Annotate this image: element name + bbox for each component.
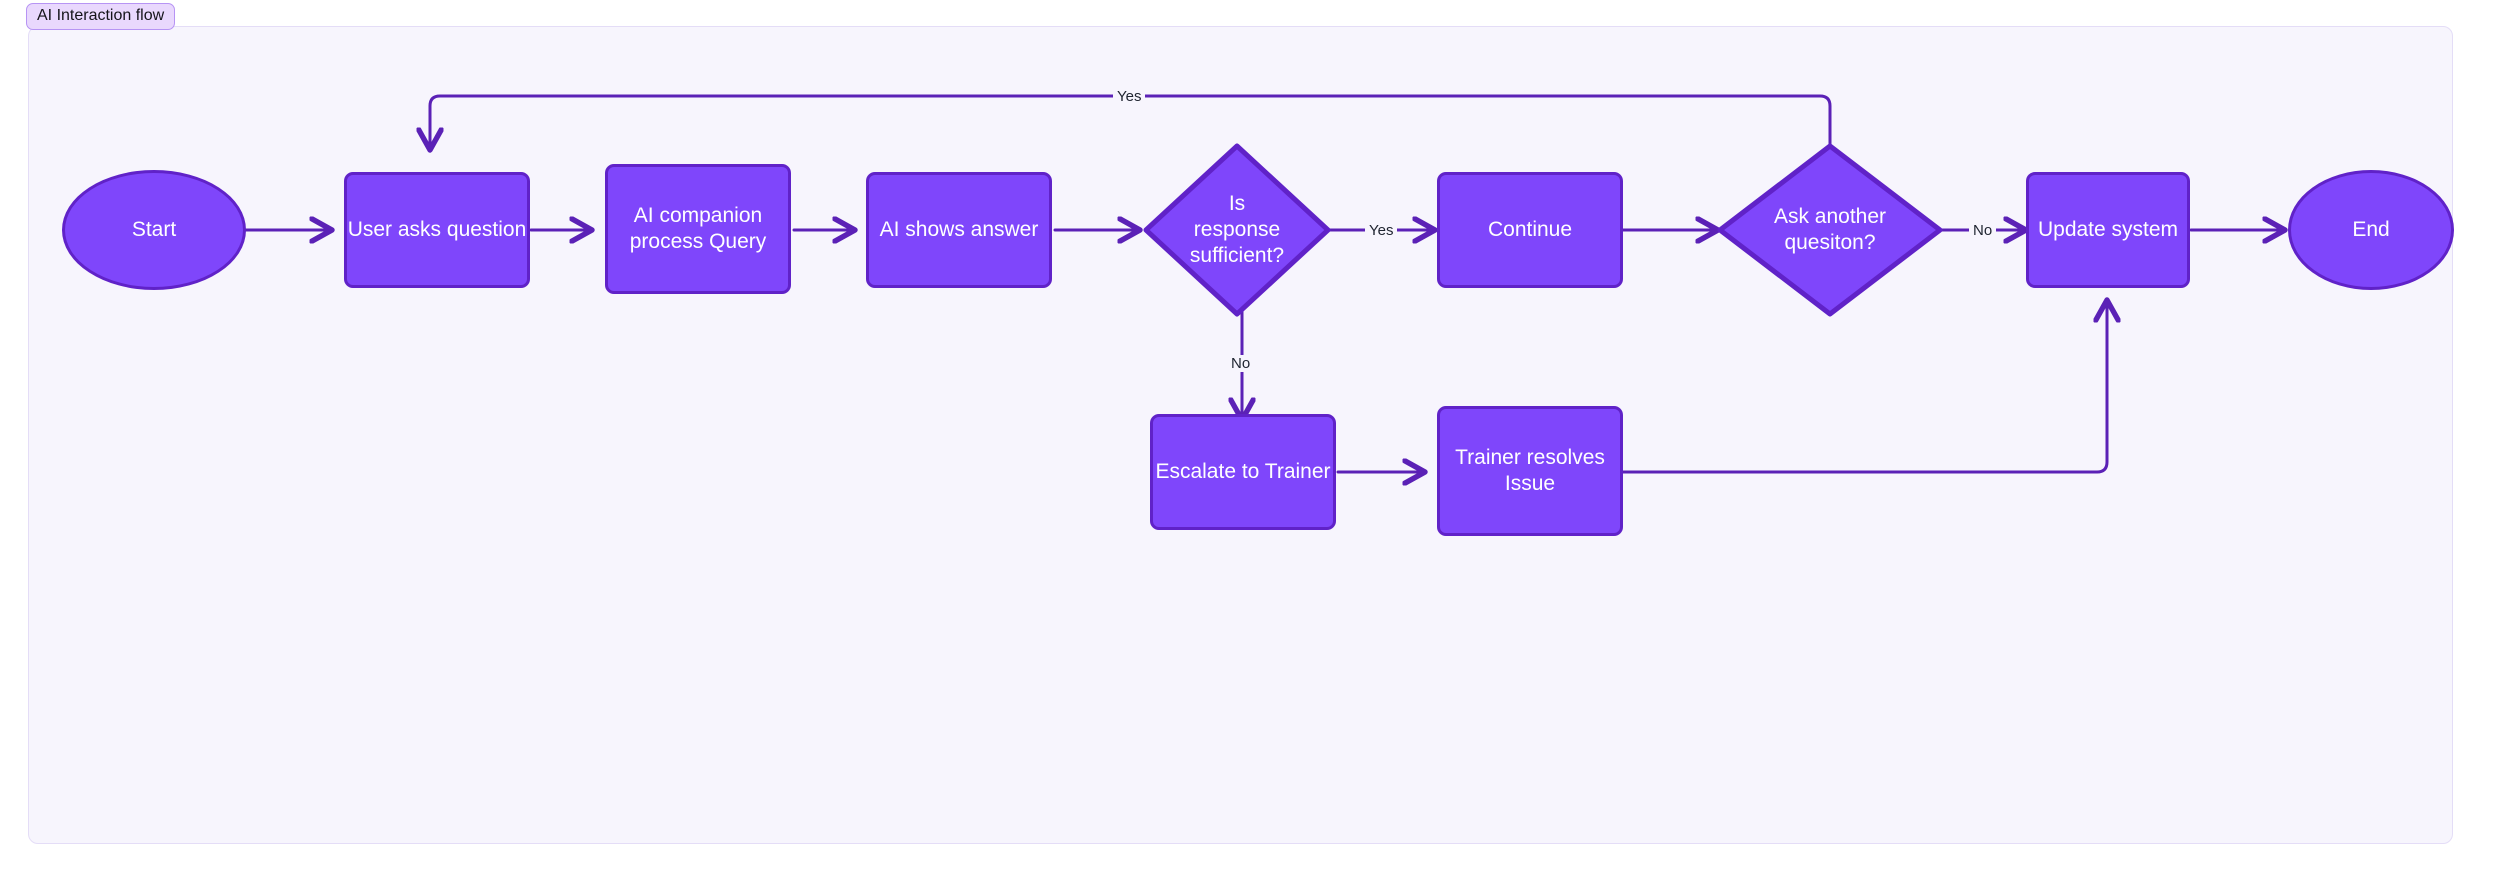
node-ai-shows-answer[interactable]: AI shows answer bbox=[866, 172, 1052, 288]
node-trainer-resolves-line2: Issue bbox=[1504, 472, 1556, 495]
edge-label-no-ask-another: No bbox=[1969, 222, 1997, 239]
node-user-asks-question-label: User asks question bbox=[347, 218, 527, 241]
node-escalate-to-trainer[interactable]: Escalate to Trainer bbox=[1150, 414, 1336, 530]
node-update-system-label: Update system bbox=[2037, 218, 2179, 241]
node-end-label: End bbox=[2352, 218, 2390, 241]
decision1-line3: sufficient? bbox=[1189, 244, 1285, 267]
node-escalate-to-trainer-label: Escalate to Trainer bbox=[1155, 460, 1331, 483]
node-continue-label: Continue bbox=[1487, 218, 1573, 241]
node-end[interactable]: End bbox=[2288, 170, 2454, 290]
edge-label-yes-ask-another: Yes bbox=[1113, 88, 1146, 105]
node-start-label: Start bbox=[131, 218, 177, 241]
node-ai-companion-process-query[interactable]: AI companion process Query bbox=[605, 164, 791, 294]
decision1-line1: Is bbox=[1228, 192, 1246, 215]
node-ai-companion-line2: process Query bbox=[629, 230, 767, 253]
decision2-line2: quesiton? bbox=[1784, 231, 1876, 254]
node-trainer-resolves-issue[interactable]: Trainer resolves Issue bbox=[1437, 406, 1623, 536]
node-is-response-sufficient-label: Is response sufficient? bbox=[1142, 191, 1332, 269]
decision-diamond-shape bbox=[1143, 143, 1331, 317]
flow-title-badge[interactable]: AI Interaction flow bbox=[26, 3, 176, 30]
node-is-response-sufficient[interactable]: Is response sufficient? bbox=[1142, 142, 1332, 318]
node-trainer-resolves-line1: Trainer resolves bbox=[1455, 446, 1605, 469]
edge-label-no-sufficient: No bbox=[1227, 355, 1255, 372]
decision2-line1: Ask another bbox=[1773, 205, 1887, 228]
node-user-asks-question[interactable]: User asks question bbox=[344, 172, 530, 288]
node-ai-companion-line1: AI companion bbox=[633, 204, 763, 227]
node-update-system[interactable]: Update system bbox=[2026, 172, 2190, 288]
edge-label-yes-sufficient: Yes bbox=[1365, 222, 1398, 239]
node-ask-another-question-label: Ask another quesiton? bbox=[1716, 204, 1944, 256]
node-continue[interactable]: Continue bbox=[1437, 172, 1623, 288]
node-ask-another-question[interactable]: Ask another quesiton? bbox=[1716, 142, 1944, 318]
node-ai-shows-answer-label: AI shows answer bbox=[879, 218, 1039, 241]
decision1-line2: response bbox=[1193, 218, 1281, 241]
node-start[interactable]: Start bbox=[62, 170, 246, 290]
